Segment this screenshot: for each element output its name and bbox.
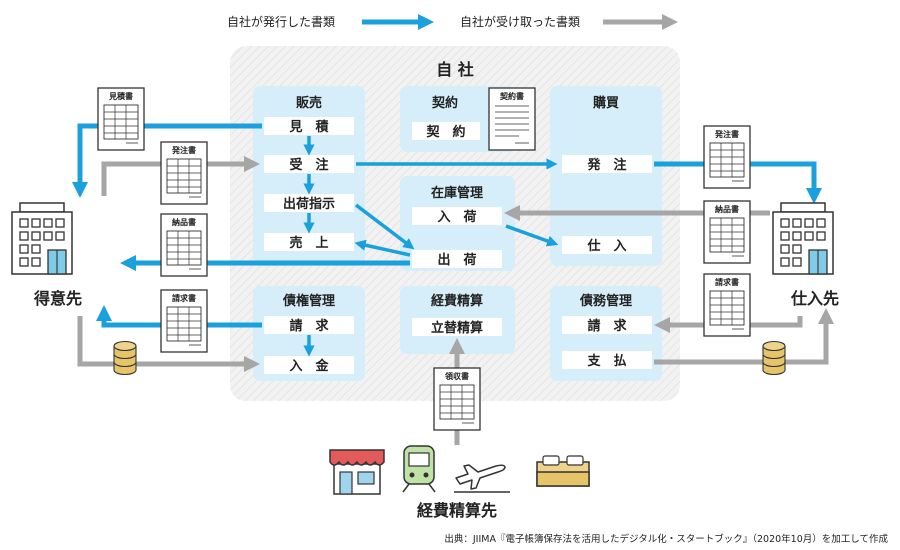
coins-icon <box>113 340 137 376</box>
flow-payment-to-supplier <box>654 307 835 365</box>
expense-title: 経費精算 <box>431 293 483 309</box>
step-arrival-box <box>412 207 502 225</box>
estimate-doc-label: 見積書 <box>108 91 133 101</box>
order-out-doc-icon: 発注書 <box>703 125 751 189</box>
step-estimate-box <box>264 117 354 135</box>
legend-issued-label: 自社が発行した書類 <box>227 14 335 29</box>
step-shipping-instruction: 出荷指示 <box>283 196 335 212</box>
arrow-shipment-to-sales <box>354 239 411 257</box>
bed-icon <box>536 455 590 487</box>
debt-title: 債務管理 <box>579 293 632 309</box>
sales-title: 販売 <box>296 95 322 111</box>
credit-title: 債権管理 <box>282 293 335 309</box>
arrow-arrival-to-purchase <box>505 224 559 247</box>
coins-icon <box>762 340 786 376</box>
step-contract-box <box>412 122 480 140</box>
flow-payment-from-customer <box>77 316 261 373</box>
receipt-doc-label: 領収書 <box>444 371 469 381</box>
legend-received-label: 自社が受け取った書類 <box>460 14 580 29</box>
shop-icon <box>329 449 385 495</box>
delivery-in-doc-label: 納品書 <box>715 204 739 214</box>
inventory-title: 在庫管理 <box>431 185 483 201</box>
step-order-received-box <box>264 155 354 173</box>
customer-building-icon <box>11 202 73 275</box>
airplane-icon <box>454 464 510 493</box>
flow-invoice-to-customer <box>95 304 262 328</box>
step-credit-billing: 請 求 <box>289 318 329 334</box>
source-note: 出典：JIIMA『電子帳簿保存法を活用したデジタル化・スタートブック』（2020… <box>444 533 888 545</box>
step-order: 発 注 <box>586 157 626 173</box>
step-shipping-instruction-box <box>264 194 354 212</box>
arrow-instruction-to-shipment <box>354 203 415 250</box>
invoice-out-doc-label: 請求書 <box>172 293 196 303</box>
step-sales-box <box>264 233 354 251</box>
step-shipment-box <box>412 250 502 268</box>
invoice-in-doc-label: 請求書 <box>715 277 739 287</box>
contract-doc-label: 契約書 <box>499 91 524 101</box>
step-reimbursement: 立替精算 <box>431 320 483 336</box>
panel-purchase <box>550 86 662 266</box>
invoice-out-doc-icon: 請求書 <box>160 289 208 353</box>
flow-estimate-to-customer <box>71 123 262 199</box>
customer-label: 得意先 <box>33 289 82 308</box>
contract-title: 契約 <box>431 95 458 111</box>
contract-doc-icon: 契約書 <box>488 87 536 151</box>
supplier-building-icon <box>772 202 834 275</box>
step-payment-received: 入 金 <box>289 358 329 374</box>
step-estimate: 見 積 <box>288 119 329 135</box>
step-purchase: 仕 入 <box>586 238 626 254</box>
step-payment: 支 払 <box>586 353 626 369</box>
expense-destination-label: 経費精算先 <box>417 501 497 520</box>
step-arrival: 入 荷 <box>437 209 476 225</box>
step-purchase-box <box>562 236 652 254</box>
delivery-out-doc-icon: 納品書 <box>160 213 208 277</box>
step-debt-billing: 請 求 <box>587 318 627 334</box>
step-debt-billing-box <box>562 316 652 334</box>
invoice-in-doc-icon: 請求書 <box>703 273 751 337</box>
train-icon <box>402 445 436 493</box>
order-out-doc-label: 発注書 <box>714 129 739 139</box>
delivery-out-doc-label: 納品書 <box>172 217 196 227</box>
step-credit-billing-box <box>264 316 354 334</box>
order-in-doc-label: 発注書 <box>171 145 196 155</box>
supplier-label: 仕入先 <box>790 289 839 308</box>
delivery-in-doc-icon: 納品書 <box>703 200 751 264</box>
step-payment-box <box>562 351 652 369</box>
step-order-box <box>562 155 652 173</box>
step-reimbursement-box <box>412 318 502 336</box>
step-payment-received-box <box>264 356 354 374</box>
company-title: 自 社 <box>436 60 474 79</box>
step-order-received: 受 注 <box>289 157 328 173</box>
purchase-title: 購買 <box>592 95 619 111</box>
estimate-doc-icon: 見積書 <box>97 87 145 151</box>
step-contract: 契 約 <box>425 124 465 140</box>
step-shipment: 出 荷 <box>437 252 476 268</box>
receipt-doc-icon: 領収書 <box>433 367 481 431</box>
step-sales: 売 上 <box>289 235 328 251</box>
order-in-doc-icon: 発注書 <box>160 141 208 205</box>
